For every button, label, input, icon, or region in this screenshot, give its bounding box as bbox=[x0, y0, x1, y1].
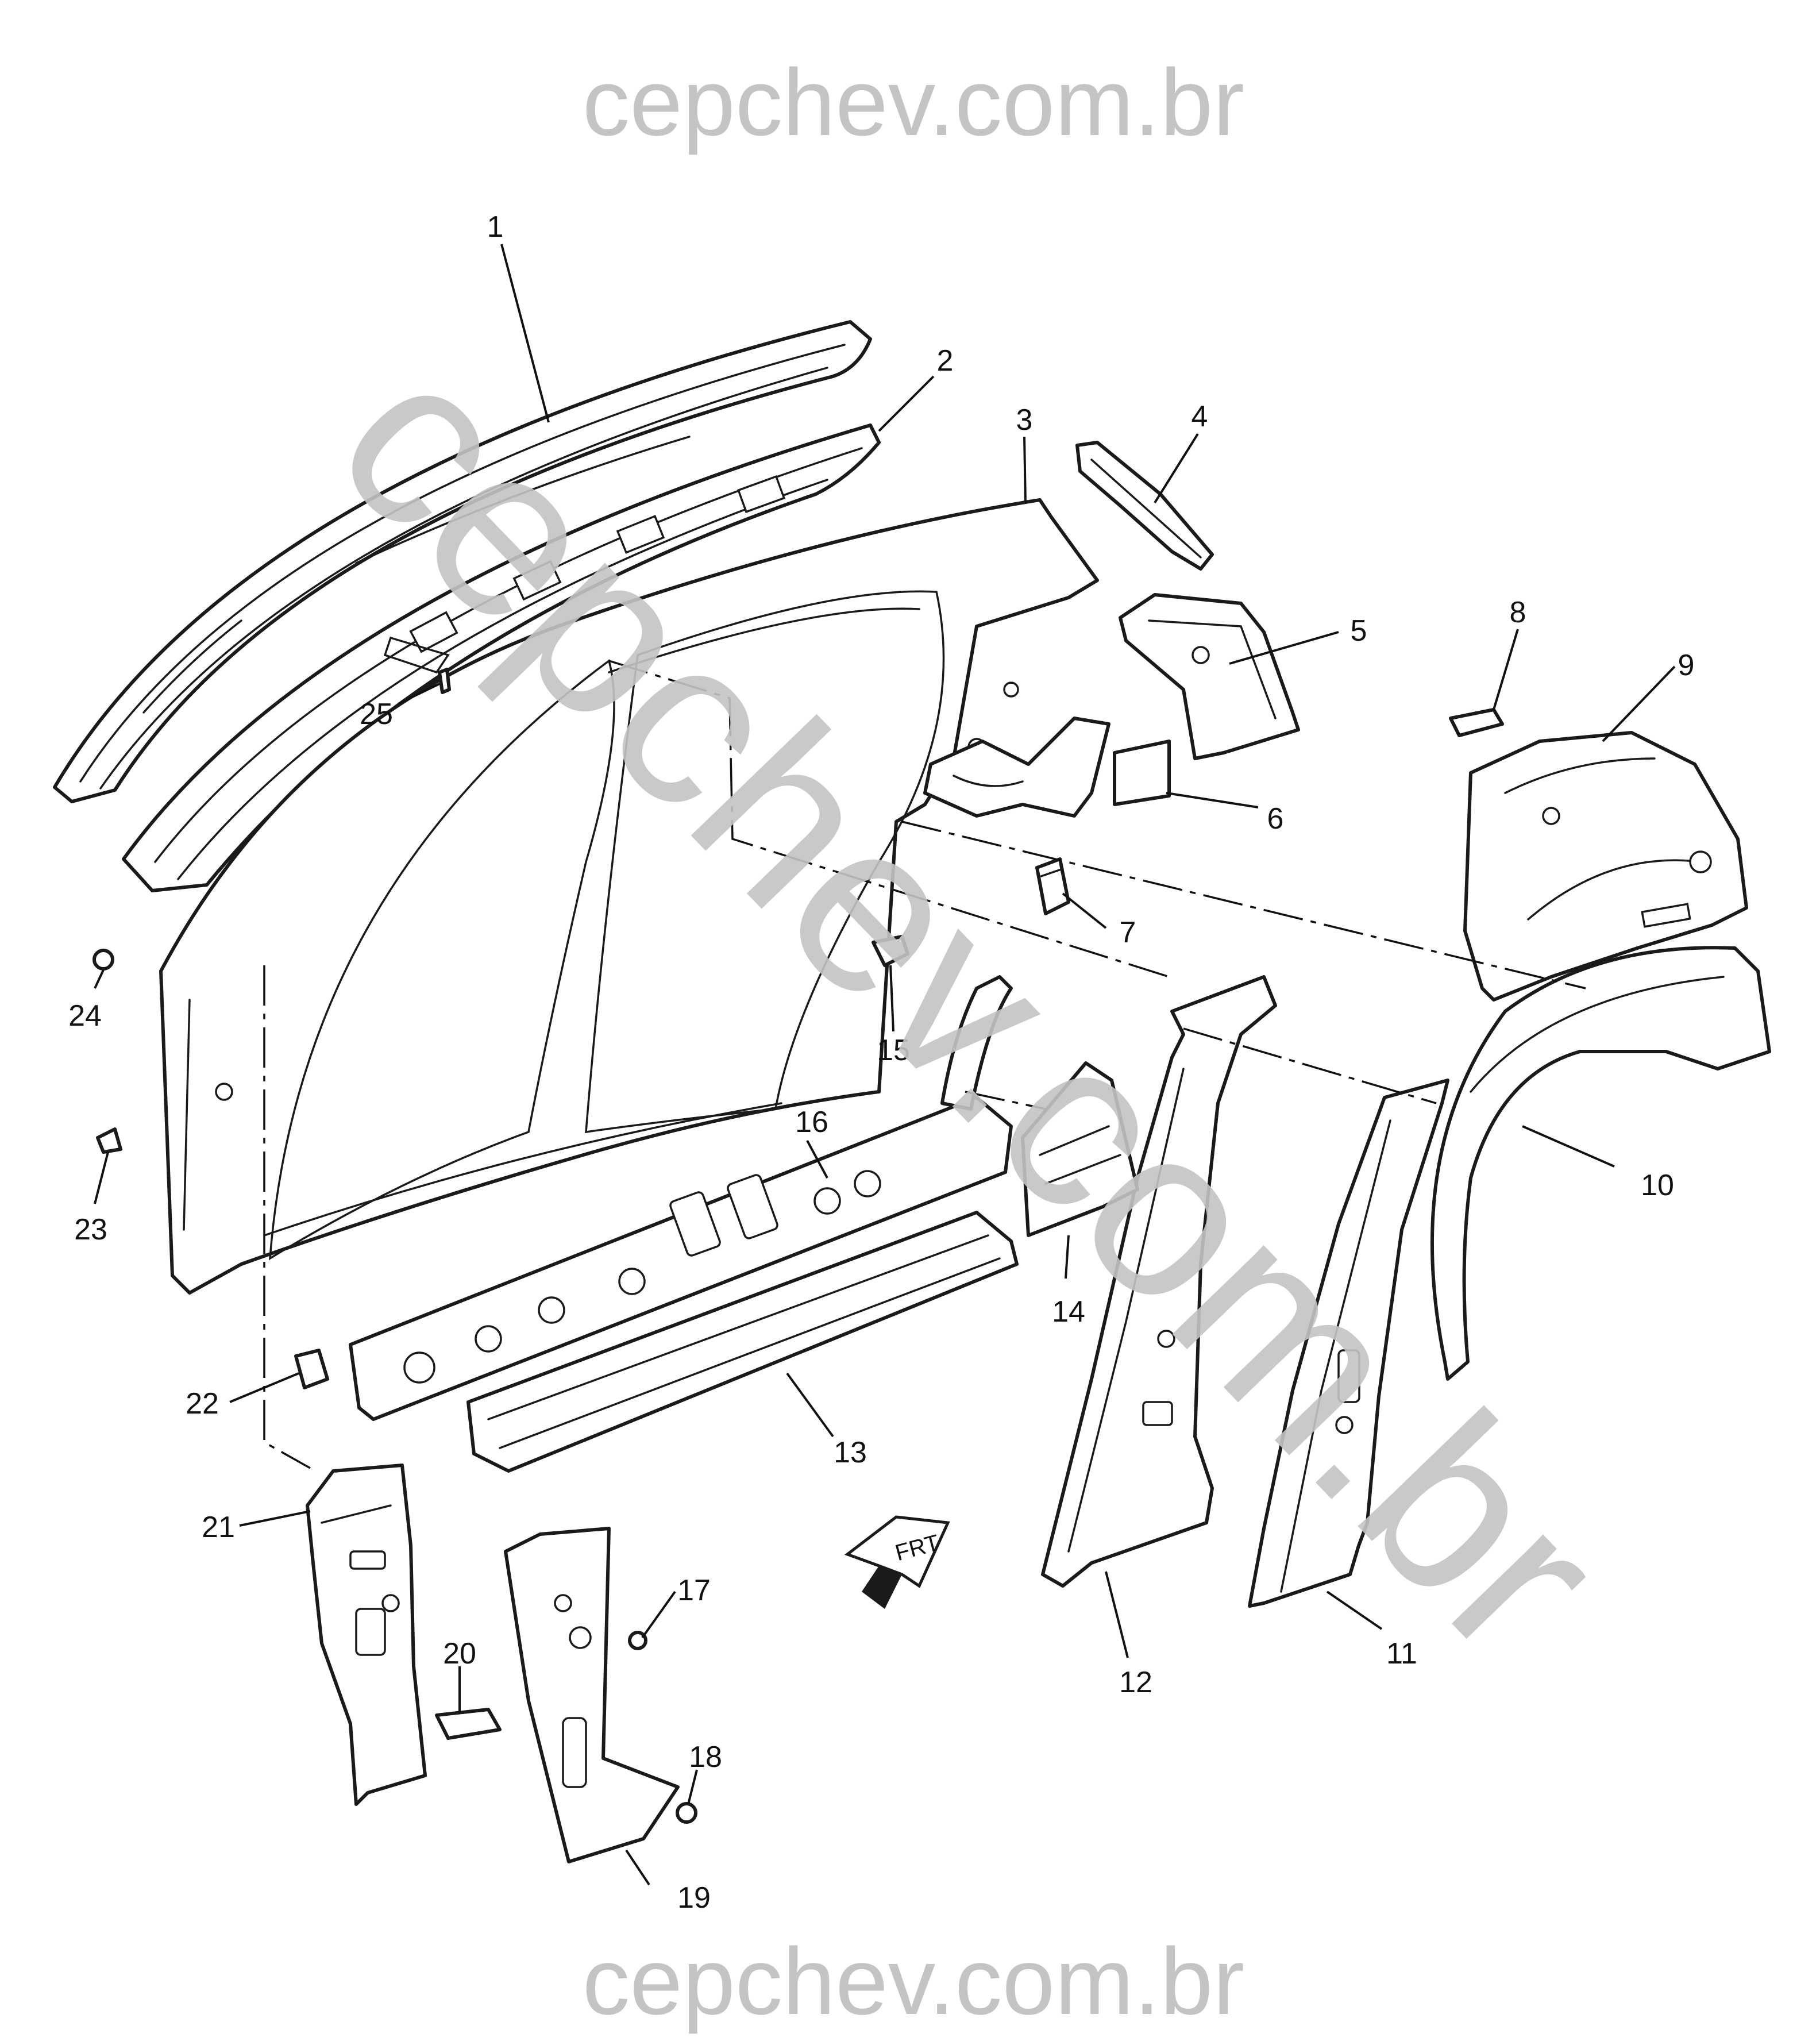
part-20-bracket bbox=[435, 1708, 502, 1740]
callout-10: 10 bbox=[1641, 1169, 1674, 1202]
front-direction-indicator: FRT bbox=[844, 1515, 950, 1609]
part-8-clip bbox=[1449, 708, 1504, 737]
callout-15: 15 bbox=[877, 1034, 910, 1067]
callout-17: 17 bbox=[677, 1574, 711, 1607]
watermark-top: cepchev.com.br bbox=[583, 49, 1244, 155]
front-arrow-shadow bbox=[862, 1566, 902, 1609]
part-7-block bbox=[1035, 857, 1070, 915]
callout-24: 24 bbox=[68, 999, 102, 1033]
strip-near-16 bbox=[940, 975, 1013, 1111]
leader-lines bbox=[94, 244, 1676, 1886]
part-3-body-side-outer bbox=[159, 498, 1099, 1295]
callout-labels: 1 2 3 4 5 6 7 8 9 10 11 12 13 14 15 16 1… bbox=[68, 210, 1694, 1915]
part-1-roof-rail-outer bbox=[53, 320, 872, 803]
part-12-b-pillar-outer bbox=[1041, 975, 1277, 1588]
callout-18: 18 bbox=[689, 1740, 722, 1774]
part-5-panel bbox=[1119, 593, 1300, 760]
part-13-rocker-outer bbox=[466, 1211, 1019, 1473]
callout-4: 4 bbox=[1192, 400, 1208, 433]
callout-14: 14 bbox=[1052, 1295, 1085, 1328]
callout-2: 2 bbox=[937, 344, 954, 378]
part-21-pillar-inner bbox=[306, 1464, 427, 1806]
part-11-inner-pillar bbox=[1248, 1079, 1449, 1608]
part-24-fastener bbox=[92, 949, 114, 971]
part-18-bolt bbox=[676, 1802, 697, 1824]
part-19-pillar-reinforcement bbox=[504, 1527, 680, 1863]
part-22-retainer bbox=[294, 1349, 329, 1389]
callout-3: 3 bbox=[1016, 403, 1033, 437]
callout-5: 5 bbox=[1351, 614, 1367, 648]
part-10-wheelhouse-outer bbox=[1430, 946, 1771, 1381]
part-15-clip bbox=[872, 935, 909, 967]
part-23-clip bbox=[96, 1127, 122, 1154]
callout-23: 23 bbox=[74, 1213, 107, 1246]
callout-21: 21 bbox=[202, 1511, 235, 1544]
part-25-fastener bbox=[438, 668, 451, 694]
part-16-rocker-inner bbox=[349, 1096, 1013, 1421]
callout-22: 22 bbox=[186, 1387, 219, 1420]
callout-19: 19 bbox=[677, 1881, 711, 1915]
callout-12: 12 bbox=[1119, 1666, 1152, 1699]
callout-9: 9 bbox=[1678, 649, 1695, 682]
callout-20: 20 bbox=[443, 1637, 476, 1670]
callout-13: 13 bbox=[834, 1436, 867, 1469]
assembly-lines bbox=[263, 660, 1586, 1469]
part-6-pad bbox=[1113, 740, 1171, 806]
callout-16: 16 bbox=[795, 1106, 828, 1139]
callout-7: 7 bbox=[1120, 916, 1136, 949]
callout-25: 25 bbox=[360, 698, 393, 731]
callout-1: 1 bbox=[487, 210, 504, 244]
part-9-wheelhouse-panel bbox=[1463, 731, 1748, 1002]
part-14-panel bbox=[1021, 1061, 1139, 1237]
rear-inner-structure bbox=[923, 717, 1110, 818]
part-4-bracket bbox=[1075, 441, 1214, 571]
callout-6: 6 bbox=[1267, 802, 1284, 835]
callout-11: 11 bbox=[1386, 1637, 1417, 1670]
watermark-bottom: cepchev.com.br bbox=[583, 1928, 1244, 2034]
callout-8: 8 bbox=[1510, 596, 1526, 629]
